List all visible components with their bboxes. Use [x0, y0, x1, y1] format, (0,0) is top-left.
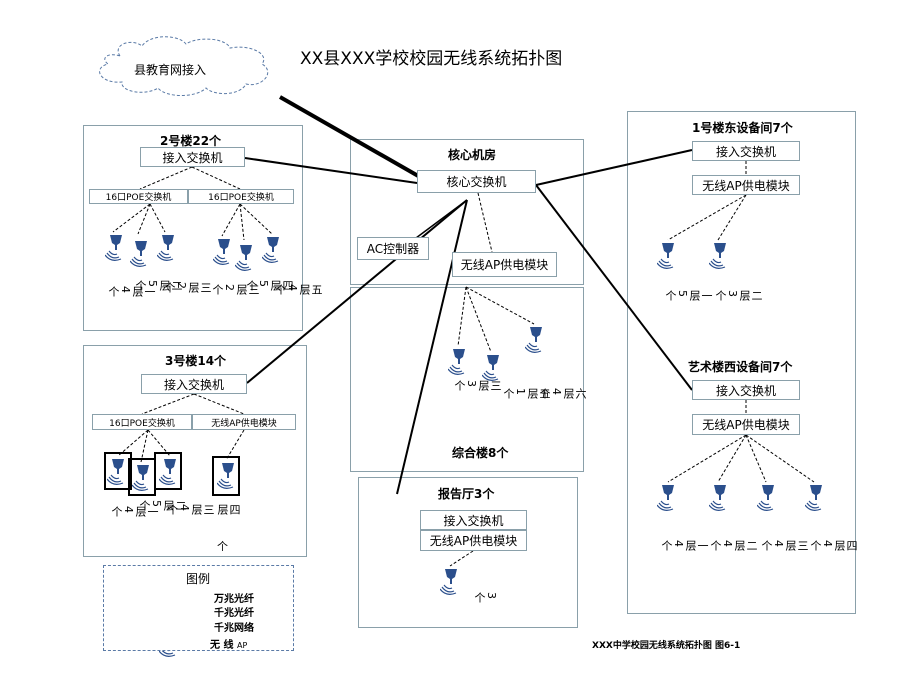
hall-ap-power-module: 无线AP供电模块 — [420, 530, 527, 551]
legend-ap-suffix: AP — [236, 641, 248, 650]
b2-poe-switch-1: 16口POE交换机 — [89, 189, 188, 204]
ap-frame — [212, 456, 240, 496]
core-ap-power-module: 无线AP供电模块 — [452, 252, 557, 277]
core-switch: 核心交换机 — [417, 170, 536, 193]
wireless-ap-icon — [482, 355, 499, 381]
wireless-ap-icon — [157, 235, 174, 261]
legend-wireless: 无 线 AP — [210, 636, 247, 651]
ap-frame — [104, 452, 132, 490]
wireless-ap-icon — [657, 243, 674, 269]
floor-label: 四层 — [216, 504, 241, 516]
wireless-ap-icon — [757, 485, 774, 511]
wireless-ap-icon — [217, 463, 234, 489]
wireless-ap-icon — [657, 485, 674, 511]
building2-title: 2号楼22个 — [160, 134, 222, 148]
ac-controller: AC控制器 — [357, 237, 429, 260]
cloud-label: 县教育网接入 — [134, 63, 207, 77]
art-ap-power-module: 无线AP供电模块 — [692, 414, 800, 435]
wireless-ap-icon — [709, 485, 726, 511]
page-title: XX县XXX学校校园无线系统拓扑图 — [300, 49, 563, 69]
wireless-ap-icon — [525, 327, 542, 353]
wireless-ap-icon — [132, 465, 149, 491]
wireless-ap-icon — [440, 569, 457, 595]
b2-access-switch: 接入交换机 — [140, 147, 245, 167]
wireless-ap-icon — [107, 459, 124, 485]
legend-wireless-label: 无 线 — [210, 640, 234, 651]
legend-title: 图例 — [186, 572, 211, 586]
art-room-title: 艺术楼西设备间7个 — [688, 360, 793, 374]
wireless-ap-icon — [159, 459, 176, 485]
building3-title: 3号楼14个 — [165, 354, 227, 368]
wireless-ap-icon — [805, 485, 822, 511]
wireless-ap-icon — [262, 237, 279, 263]
b2-poe-switch-2: 16口POE交换机 — [188, 189, 294, 204]
legend-10g-fiber: 万兆光纤 — [214, 594, 254, 605]
wireless-ap-icon — [130, 241, 147, 267]
hall-access-switch: 接入交换机 — [420, 510, 527, 530]
b3-access-switch: 接入交换机 — [141, 374, 247, 394]
wireless-ap-icon — [235, 245, 252, 271]
footer-caption: XXX中学校园无线系统拓扑图 图6-1 — [592, 641, 741, 651]
wireless-ap-icon — [709, 243, 726, 269]
legend-1g-network: 千兆网络 — [214, 623, 254, 634]
east-room-title: 1号楼东设备间7个 — [692, 121, 793, 135]
art-access-switch: 接入交换机 — [692, 380, 800, 400]
wireless-ap-icon — [105, 235, 122, 261]
core-room-title: 核心机房 — [448, 148, 497, 162]
complex-building-title: 综合楼8个 — [452, 446, 509, 460]
e1-access-switch: 接入交换机 — [692, 141, 800, 161]
b3-poe-switch: 16口POE交换机 — [92, 414, 192, 430]
floor-label-suffix: 个 — [217, 540, 228, 553]
b3-ap-power-module: 无线AP供电模块 — [192, 414, 296, 430]
wireless-ap-icon — [213, 239, 230, 265]
legend-1g-fiber: 千兆光纤 — [214, 608, 254, 619]
ap-frame — [154, 452, 182, 490]
wireless-ap-icon — [448, 349, 465, 375]
lecture-hall-title: 报告厅3个 — [438, 487, 495, 501]
legend-box — [103, 565, 294, 651]
e1-ap-power-module: 无线AP供电模块 — [692, 175, 800, 195]
